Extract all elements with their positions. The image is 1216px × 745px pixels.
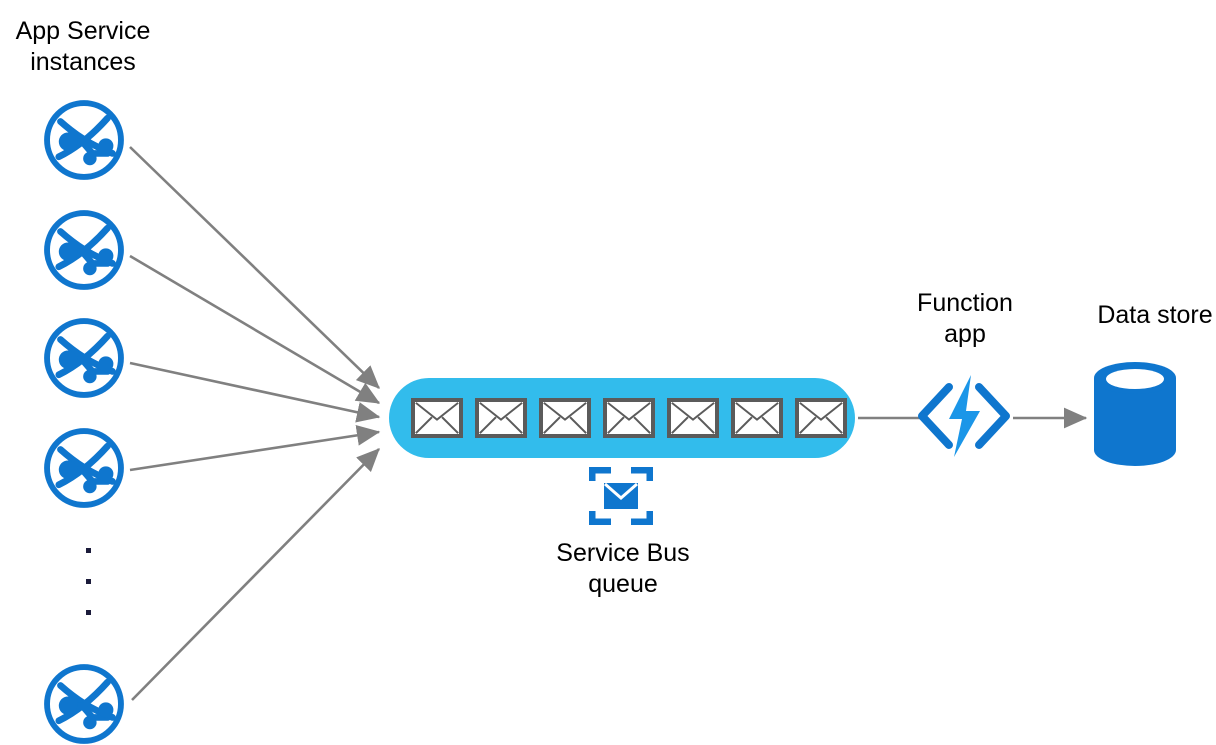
- label-function-app: Function app: [917, 289, 1013, 348]
- app-service-globe-icon: [44, 428, 124, 508]
- queue-message-envelope: [475, 398, 527, 438]
- app-service-instance-1[interactable]: [42, 98, 126, 187]
- service-bus-queue-bar[interactable]: [389, 378, 855, 458]
- app-service-globe-icon: [44, 100, 124, 180]
- connector-instance-2: [129, 254, 381, 405]
- app-service-globe-icon: [44, 318, 124, 398]
- ellipsis-more-instances: [86, 548, 96, 616]
- app-service-globe-icon: [44, 210, 124, 290]
- ellipsis-dot: [86, 610, 91, 615]
- app-service-instance-3[interactable]: [42, 316, 126, 405]
- queue-message-envelope: [731, 398, 783, 438]
- ellipsis-dot: [86, 579, 91, 584]
- connector-instance-5: [131, 448, 380, 701]
- queue-message-envelope: [667, 398, 719, 438]
- app-service-globe-icon: [44, 664, 124, 744]
- queue-message-envelope: [603, 398, 655, 438]
- queue-message-envelope: [539, 398, 591, 438]
- connector-instance-3: [129, 361, 381, 423]
- app-service-instance-2[interactable]: [42, 208, 126, 297]
- label-app-service-instances: App Service instances: [15, 17, 151, 76]
- connector-instance-1: [129, 146, 380, 389]
- service-bus-envelope-icon[interactable]: [589, 467, 653, 525]
- app-service-instance-4[interactable]: [42, 426, 126, 515]
- label-service-bus-queue: Service Bus queue: [556, 539, 690, 598]
- database-cylinder-icon[interactable]: [1092, 362, 1178, 466]
- queue-message-envelope: [795, 398, 847, 438]
- app-service-instance-5[interactable]: [42, 662, 126, 745]
- connector-instance-4: [129, 425, 381, 472]
- label-data-store: Data store: [1097, 301, 1213, 329]
- azure-function-bolt-icon[interactable]: [916, 373, 1012, 459]
- queue-message-envelope: [411, 398, 463, 438]
- ellipsis-dot: [86, 548, 91, 553]
